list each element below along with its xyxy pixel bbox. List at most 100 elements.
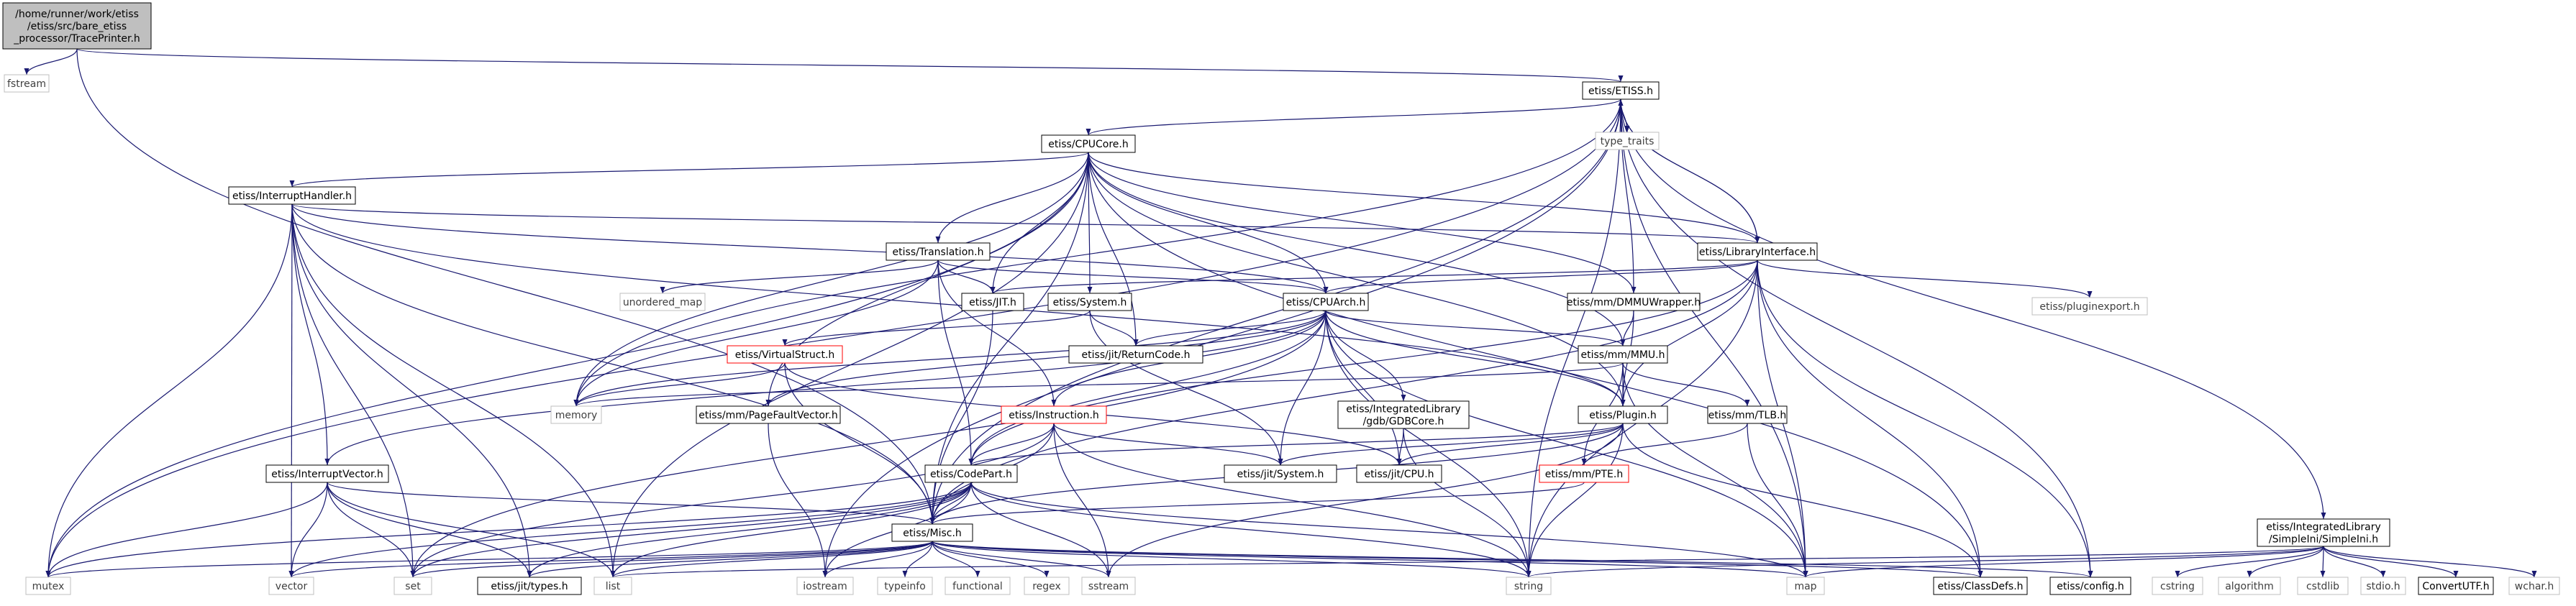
edge-etiss_h-to-memory: [573, 98, 1621, 407]
node-string[interactable]: string: [1506, 577, 1552, 595]
node-jit-box: [961, 293, 1024, 311]
node-sstream[interactable]: sstream: [1081, 577, 1136, 595]
edge-translation-to-memory: [573, 260, 939, 407]
node-codepart[interactable]: etiss/CodePart.h: [924, 464, 1018, 483]
node-wchar[interactable]: wchar.h: [2508, 577, 2560, 595]
node-mmu[interactable]: etiss/mm/MMU.h: [1578, 345, 1668, 364]
edge-root-to-etiss_h: [76, 48, 1623, 83]
node-mutex[interactable]: mutex: [25, 577, 71, 595]
node-pagefault-box: [696, 405, 841, 424]
node-config[interactable]: etiss/config.h: [2049, 577, 2131, 595]
node-cpucore[interactable]: etiss/CPUCore.h: [1041, 134, 1136, 153]
node-interruptvector-label: etiss/InterruptVector.h: [271, 469, 383, 480]
edge-misc-to-config: [932, 541, 2093, 578]
node-etiss_h[interactable]: etiss/ETISS.h: [1582, 81, 1660, 100]
edge-cpuarch-to-memory: [573, 310, 1326, 407]
node-unordered_map[interactable]: unordered_map: [619, 293, 706, 311]
edge-misc-to-mutex: [45, 541, 933, 578]
edge-interrupthandler-to-cpuarch: [291, 203, 1329, 294]
node-tlb[interactable]: etiss/mm/TLB.h: [1707, 405, 1788, 424]
node-set[interactable]: set: [393, 577, 432, 595]
node-dmmu[interactable]: etiss/mm/DMMUWrapper.h: [1567, 293, 1701, 311]
node-gdbcore-label: etiss/IntegratedLibrary: [1346, 404, 1461, 416]
node-interrupthandler[interactable]: etiss/InterruptHandler.h: [228, 186, 356, 205]
node-iostream-box: [796, 577, 854, 595]
node-jitcpu[interactable]: etiss/jit/CPU.h: [1356, 464, 1442, 483]
node-regex[interactable]: regex: [1024, 577, 1070, 595]
edge-cpucore-to-mutex: [45, 152, 1089, 578]
edge-interruptvector-to-vector: [288, 482, 328, 578]
node-list[interactable]: list: [593, 577, 632, 595]
node-misc[interactable]: etiss/Misc.h: [891, 523, 973, 542]
node-config-box: [2049, 577, 2131, 595]
edge-interrupthandler-to-jittypes: [291, 203, 532, 578]
node-fstream-label: fstream: [7, 78, 46, 90]
edge-root-to-misc: [76, 48, 935, 525]
node-simpleini[interactable]: etiss/IntegratedLibrary/SimpleIni/Simple…: [2257, 518, 2390, 547]
node-libinterface[interactable]: etiss/LibraryInterface.h: [1697, 242, 1818, 261]
node-memory[interactable]: memory: [550, 405, 602, 424]
node-root[interactable]: /home/runner/work/etiss/etiss/src/bare_e…: [2, 2, 152, 50]
node-cstring[interactable]: cstring: [2152, 577, 2203, 595]
node-jitsystem[interactable]: etiss/jit/System.h: [1224, 464, 1337, 483]
node-cstdlib[interactable]: cstdlib: [2297, 577, 2349, 595]
node-pte[interactable]: etiss/mm/PTE.h: [1539, 464, 1629, 483]
node-translation-box: [886, 242, 991, 261]
node-pluginexport[interactable]: etiss/pluginexport.h: [2031, 297, 2148, 316]
node-iostream[interactable]: iostream: [796, 577, 854, 595]
node-functional[interactable]: functional: [945, 577, 1011, 595]
node-system[interactable]: etiss/System.h: [1047, 293, 1132, 311]
edge-instruction-to-set: [410, 423, 1055, 578]
node-plugin[interactable]: etiss/Plugin.h: [1578, 405, 1668, 424]
node-pagefault[interactable]: etiss/mm/PageFaultVector.h: [696, 405, 841, 424]
node-jit[interactable]: etiss/JIT.h: [961, 293, 1024, 311]
edge-cpucore-to-interrupthandler: [289, 152, 1089, 188]
node-mmu-box: [1578, 345, 1668, 364]
node-convertutf[interactable]: ConvertUTF.h: [2418, 577, 2494, 595]
node-stdio[interactable]: stdio.h: [2360, 577, 2406, 595]
node-typeinfo[interactable]: typeinfo: [877, 577, 933, 595]
edge-cpucore-to-cpuarch: [1088, 152, 1329, 294]
node-jittypes[interactable]: etiss/jit/types.h: [477, 577, 582, 595]
edge-mmu-to-memory: [573, 362, 1624, 407]
node-vector[interactable]: vector: [268, 577, 314, 595]
edge-libinterface-to-jit: [990, 260, 1758, 294]
node-gdbcore-box: [1337, 400, 1470, 429]
edge-libinterface-to-config: [1757, 260, 2093, 578]
edge-misc-to-sstream: [932, 541, 1111, 578]
node-classdefs-box: [1933, 577, 2028, 595]
node-type_traits[interactable]: type_traits: [1595, 132, 1660, 150]
edge-pte-to-misc: [929, 482, 1585, 525]
node-returncode[interactable]: etiss/jit/ReturnCode.h: [1068, 345, 1203, 364]
edge-cpuarch-to-jitcpu: [1325, 310, 1402, 466]
node-gdbcore[interactable]: etiss/IntegratedLibrary/gdb/GDBCore.h: [1337, 400, 1470, 429]
node-algorithm[interactable]: algorithm: [2218, 577, 2281, 595]
edge-plugin-to-classdefs: [1622, 423, 1983, 578]
node-virtualstruct[interactable]: etiss/VirtualStruct.h: [727, 345, 843, 364]
edge-misc-to-string: [932, 541, 1532, 578]
node-classdefs[interactable]: etiss/ClassDefs.h: [1933, 577, 2028, 595]
node-fstream[interactable]: fstream: [4, 74, 50, 93]
node-plugin-label: etiss/Plugin.h: [1589, 410, 1656, 421]
edge-plugin-to-jitcpu: [1396, 423, 1624, 466]
node-interruptvector[interactable]: etiss/InterruptVector.h: [265, 464, 389, 483]
node-cpuarch-box: [1283, 293, 1369, 311]
edge-misc-to-typeinfo: [902, 541, 933, 578]
node-translation[interactable]: etiss/Translation.h: [886, 242, 991, 261]
edge-simpleini-to-map: [1803, 546, 2324, 578]
node-wchar-label: wchar.h: [2515, 581, 2554, 592]
edge-system-to-jitsystem: [1089, 310, 1283, 466]
node-iostream-label: iostream: [803, 581, 847, 592]
edge-simpleini-to-algorithm: [2247, 546, 2324, 578]
node-instruction[interactable]: etiss/Instruction.h: [1001, 405, 1107, 424]
node-fstream-box: [4, 74, 50, 93]
node-dmmu-label: etiss/mm/DMMUWrapper.h: [1567, 297, 1701, 308]
node-jittypes-label: etiss/jit/types.h: [491, 581, 568, 592]
edge-cpucore-to-plugin: [1088, 152, 1626, 407]
edge-codepart-to-mutex: [45, 482, 972, 578]
edge-cpuarch-to-set: [410, 310, 1326, 578]
edge-translation-to-codepart: [937, 260, 974, 466]
node-map[interactable]: map: [1786, 577, 1825, 595]
node-cpuarch[interactable]: etiss/CPUArch.h: [1283, 293, 1369, 311]
node-dmmu-box: [1567, 293, 1701, 311]
